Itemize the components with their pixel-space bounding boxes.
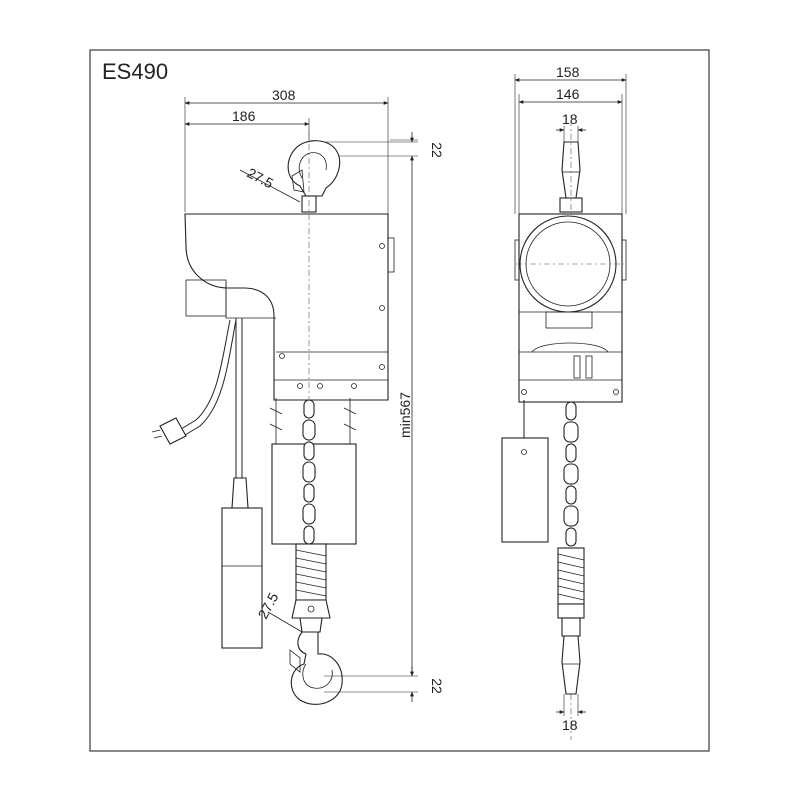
dim-side-total-width: 308 [272, 87, 296, 103]
front-load-chain [563, 401, 579, 547]
dim-front-inner-width: 146 [556, 86, 580, 102]
front-bottom-hook [561, 635, 581, 695]
side-hoist-body [184, 213, 389, 401]
dim-side-top-hook: 22 [429, 142, 445, 158]
side-view: 308 186 22 min567 27.5 [151, 87, 445, 705]
dim-side-min-height: min567 [397, 392, 413, 438]
front-spring [557, 547, 585, 605]
dim-front-bottom-hook-width: 18 [562, 717, 578, 733]
dim-front-top-hook-width: 18 [562, 111, 578, 127]
drawing-frame [89, 49, 710, 752]
dim-side-bottom-hook: 22 [429, 678, 445, 694]
side-load-chain [302, 399, 316, 545]
front-pendant-switch [501, 437, 549, 543]
dim-side-hook-offset: 186 [232, 108, 256, 124]
dim-front-outer-width: 158 [556, 64, 580, 80]
side-spring [295, 543, 327, 601]
dim-side-hook-angle-top: 27.5 [245, 165, 277, 192]
side-top-hook [287, 140, 341, 197]
model-title: ES490 [102, 59, 168, 84]
side-pendant-switch [221, 507, 263, 649]
front-view: 158 146 18 [501, 64, 627, 740]
side-bottom-hook [290, 631, 343, 705]
